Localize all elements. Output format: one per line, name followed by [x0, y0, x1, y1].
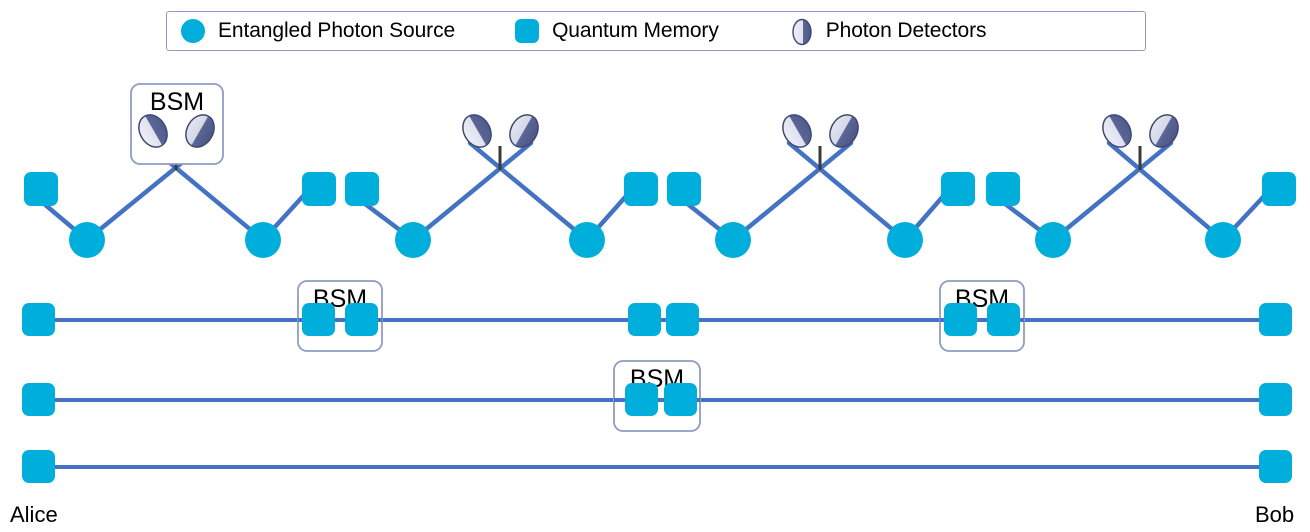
entangled-photon-source-icon[interactable] [569, 222, 605, 258]
quantum-memory-icon[interactable] [1259, 450, 1292, 483]
entangled-photon-source-icon[interactable] [395, 222, 431, 258]
quantum-memory-icon[interactable] [345, 303, 378, 336]
endpoint-label-bob: Bob [1255, 502, 1294, 527]
quantum-memory-icon[interactable] [22, 303, 55, 336]
quantum-memory-icon[interactable] [302, 172, 336, 206]
photon-detector-icon[interactable] [457, 110, 497, 152]
photon-detector-icon[interactable] [133, 110, 173, 152]
quantum-memory-icon[interactable] [624, 172, 658, 206]
photon-detector-icon[interactable] [777, 110, 817, 152]
row-2-first-swap: BSM BSM [22, 280, 1292, 352]
row-4-memories [22, 450, 1292, 483]
quantum-memory-icon[interactable] [625, 383, 658, 416]
quantum-memory-icon [515, 19, 540, 43]
row-1-memories [24, 172, 1296, 206]
quantum-memory-icon[interactable] [986, 172, 1020, 206]
endpoint-label-alice: Alice [10, 502, 58, 527]
legend-item-quantum-memory: Quantum Memory [515, 19, 719, 43]
photon-detector-icon [791, 18, 813, 46]
quantum-memory-icon[interactable] [1262, 172, 1296, 206]
entangled-photon-source-icon[interactable] [245, 222, 281, 258]
quantum-memory-icon[interactable] [302, 303, 335, 336]
row-4-end-to-end [22, 450, 1292, 483]
legend: Entangled Photon Source Quantum Memory [166, 11, 1146, 51]
entangled-photon-source-icon[interactable] [887, 222, 923, 258]
quantum-memory-icon[interactable] [667, 172, 701, 206]
photon-detector-icon[interactable] [504, 110, 544, 152]
bsm-box-label: BSM [150, 88, 204, 116]
quantum-memory-icon[interactable] [22, 383, 55, 416]
entangled-photon-source-icon[interactable] [1205, 222, 1241, 258]
legend-label-quantum-memory: Quantum Memory [552, 19, 719, 42]
row-3-memories [22, 383, 1292, 416]
quantum-memory-icon[interactable] [664, 383, 697, 416]
photon-detector-icon[interactable] [1144, 110, 1184, 152]
entangled-photon-source-icon [181, 19, 205, 43]
quantum-memory-icon[interactable] [1259, 303, 1292, 336]
row-1-sources [69, 222, 1241, 258]
legend-label-entangled-photon-source: Entangled Photon Source [218, 19, 456, 42]
entangled-photon-source-icon[interactable] [715, 222, 751, 258]
legend-item-entangled-photon-source: Entangled Photon Source [181, 19, 455, 43]
entangled-photon-source-icon[interactable] [69, 222, 105, 258]
photon-detector-icon[interactable] [180, 110, 220, 152]
row-1-detectors [133, 110, 1184, 152]
quantum-memory-icon[interactable] [628, 303, 661, 336]
quantum-memory-icon[interactable] [345, 172, 379, 206]
quantum-memory-icon[interactable] [941, 172, 975, 206]
quantum-memory-icon[interactable] [22, 450, 55, 483]
legend-label-photon-detectors: Photon Detectors [825, 19, 987, 42]
photon-detector-icon[interactable] [824, 110, 864, 152]
beam-splitter-tick [174, 146, 1142, 170]
legend-item-photon-detectors: Photon Detectors [791, 18, 987, 46]
quantum-memory-icon[interactable] [987, 303, 1020, 336]
quantum-memory-icon[interactable] [1259, 383, 1292, 416]
photon-detector-icon[interactable] [1097, 110, 1137, 152]
quantum-memory-icon[interactable] [24, 172, 58, 206]
row-2-memories [22, 303, 1292, 336]
row-3-second-swap: BSM [22, 360, 1292, 432]
quantum-memory-icon[interactable] [944, 303, 977, 336]
quantum-memory-icon[interactable] [666, 303, 699, 336]
row-1-elementary-links: BSM [24, 83, 1296, 258]
entangled-photon-source-icon[interactable] [1035, 222, 1071, 258]
